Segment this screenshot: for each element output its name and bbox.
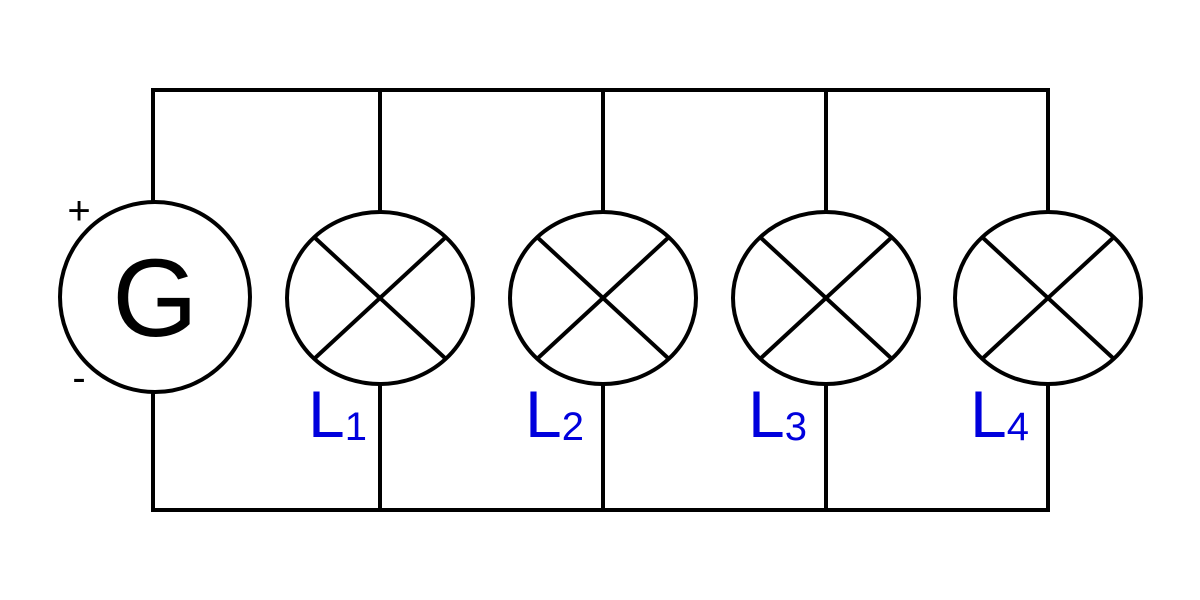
minus-terminal-label: - — [72, 356, 85, 400]
lamp-4-label-letter: L — [970, 377, 1007, 451]
lamp-1-label-index: 1 — [345, 405, 367, 449]
lamp-4-cross-b — [980, 235, 1116, 361]
lamp-4-label: L4 — [970, 377, 1029, 451]
lamp-1-cross-b — [312, 235, 448, 361]
lamp-3-label: L3 — [748, 377, 807, 451]
lamp-4-label-index: 4 — [1007, 405, 1029, 449]
lamp-1-label: L1 — [308, 377, 367, 451]
lamp-4: L4 — [953, 88, 1143, 512]
lamp-3-label-letter: L — [748, 377, 785, 451]
lamp-1-label-letter: L — [308, 377, 345, 451]
lamp-2-label-index: 2 — [562, 405, 584, 449]
lamp-2-cross-b — [535, 235, 671, 361]
generator-label: G — [112, 237, 198, 360]
lamp-3-cross-b — [758, 235, 894, 361]
plus-terminal-label: + — [67, 189, 90, 233]
lamp-1: L1 — [285, 88, 475, 512]
lamp-2-label: L2 — [525, 377, 584, 451]
lamp-2-label-letter: L — [525, 377, 562, 451]
lamp-3-label-index: 3 — [785, 405, 807, 449]
lamp-3: L3 — [731, 88, 921, 512]
lamp-2: L2 — [508, 88, 698, 512]
generator: G + - — [58, 189, 252, 400]
generator-circle — [58, 200, 252, 394]
